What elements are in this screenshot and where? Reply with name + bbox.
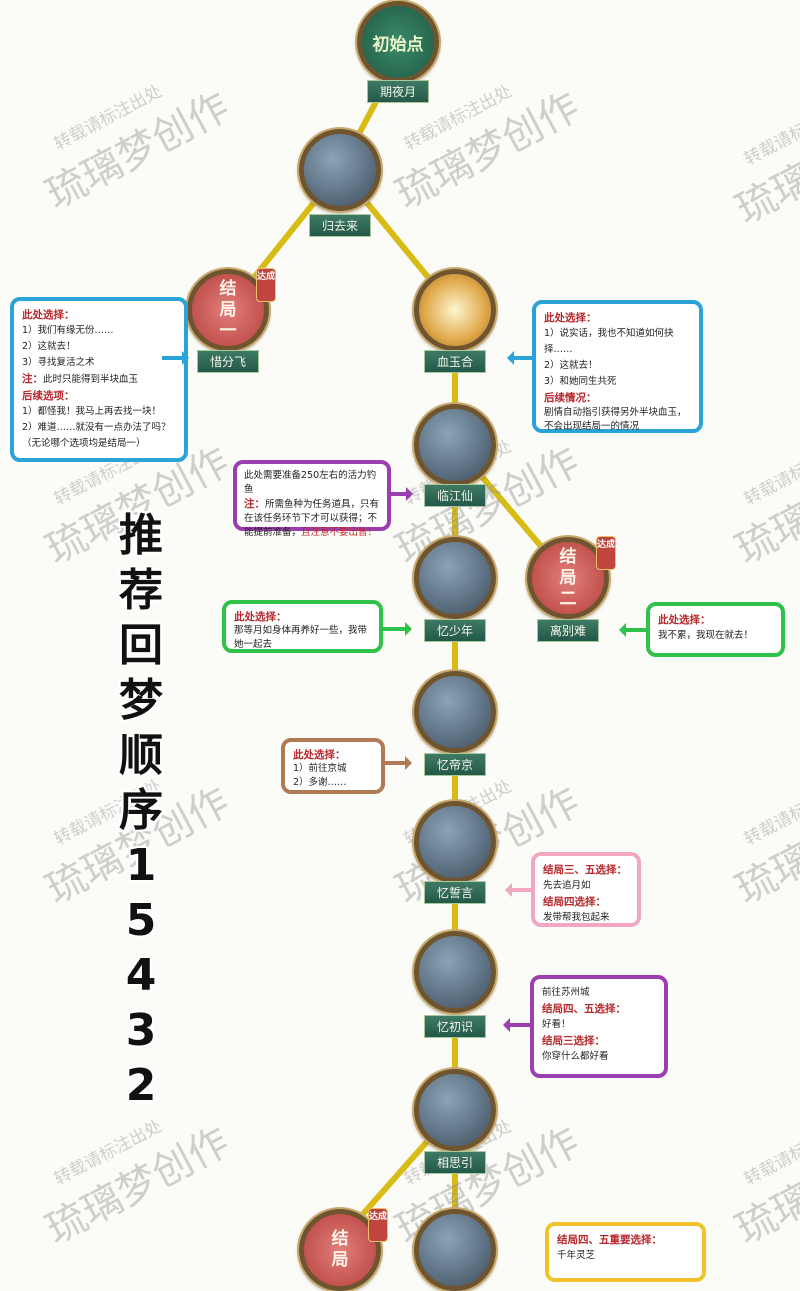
node-label: 归去来	[308, 214, 372, 237]
node-yidijing	[414, 671, 496, 753]
node-bottom	[414, 1209, 496, 1291]
arrow	[385, 756, 412, 770]
node-ending-2: 结局二达成	[527, 536, 616, 619]
note-box-yishaonian: 此处选择：那等月如身体再养好一些，我带她一起去	[222, 600, 383, 653]
note-box-yichushi: 前往苏州城结局四、五选择：好看！结局三选择：你穿什么都好看	[530, 975, 668, 1078]
node-label: 忆少年	[423, 619, 487, 642]
node-yishiyan	[414, 801, 496, 883]
node-label: 忆誓言	[423, 881, 487, 904]
arrow	[503, 1018, 531, 1032]
node-label: 忆帝京	[423, 753, 487, 776]
node-xiangsiyin	[414, 1069, 496, 1151]
node-label: 惜分飞	[196, 350, 260, 373]
arrow	[505, 883, 532, 897]
node-yishaonian	[414, 537, 496, 619]
node-label: 忆初识	[423, 1015, 487, 1038]
arrow	[383, 622, 412, 636]
node-start: 初始点	[357, 1, 439, 83]
node-label: 离别难	[536, 619, 600, 642]
note-box-key-choice: 结局四、五重要选择：千年灵芝	[545, 1222, 706, 1282]
note-box-fishing: 此处需要准备250左右的活力钓鱼 注：所需鱼种为任务道具，只有在该任务环节下才可…	[233, 460, 391, 538]
node-xueyuhe	[414, 269, 496, 351]
note-box-yishiyan: 结局三、五选择：先去追月如结局四选择：发带帮我包起来	[531, 852, 641, 927]
node-guiqulai	[299, 129, 381, 211]
arrow	[162, 351, 189, 365]
node-linjiangxian	[414, 404, 496, 486]
arrow	[507, 351, 534, 365]
node-label: 血玉合	[423, 350, 487, 373]
node-label: 临江仙	[423, 484, 487, 507]
arrow	[619, 623, 646, 637]
node-yichushi	[414, 931, 496, 1013]
note-box-ending1: 此处选择： 1）我们有缘无份……2）这就去！3）寻找复活之术 注：此时只能得到半…	[10, 297, 188, 462]
node-ending-bottom: 结局达成	[299, 1208, 388, 1291]
node-ending-1: 结局一达成	[187, 268, 276, 351]
note-box-ending2: 此处选择：我不累，我现在就去！	[646, 602, 785, 657]
node-label: 期夜月	[366, 80, 430, 103]
note-box-xueyuhe: 此处选择： 1）说实话，我也不知道如何抉择……2）这就去！3）和她同生共死 后续…	[532, 300, 703, 433]
achieved-badge: 达成	[368, 1208, 388, 1242]
node-label: 相思引	[423, 1151, 487, 1174]
arrow	[390, 487, 413, 501]
achieved-badge: 达成	[256, 268, 276, 302]
achieved-badge: 达成	[596, 536, 616, 570]
